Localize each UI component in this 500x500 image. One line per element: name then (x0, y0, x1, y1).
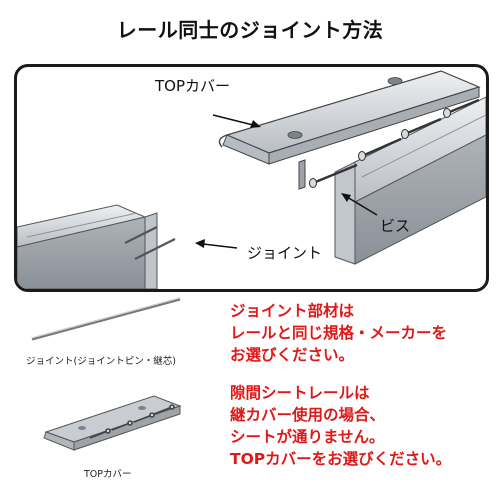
label-top-cover: TOPカバー (155, 77, 231, 95)
note-line: お選びください。 (230, 346, 355, 364)
note-line: 隙間シートレールは (230, 384, 370, 402)
note-line: 継カバー使用の場合、 (230, 406, 386, 424)
right-rail (334, 96, 486, 265)
label-joint: ジョイント (247, 244, 323, 262)
note-line: TOPカバーをお選びください。 (230, 450, 452, 468)
joint-illustration-frame: TOPカバー ビス ジョイント (14, 64, 489, 292)
note-joint-parts: ジョイント部材は レールと同じ規格・メーカーを お選びください。 (230, 300, 447, 366)
screws (309, 98, 480, 188)
arrows (195, 114, 378, 249)
joint-pin-caption: ジョイント(ジョイントピン・継芯) (26, 356, 176, 367)
note-line: シートが通りません。 (230, 428, 385, 446)
top-cover-caption: TOPカバー (84, 469, 132, 480)
page-title: レール同士のジョイント方法 (116, 18, 384, 42)
rail-joint-illustration (17, 70, 486, 289)
top-cover-part-illustration (43, 395, 182, 451)
note-line: ジョイント部材は (230, 302, 355, 320)
note-gap-sheet-rail: 隙間シートレールは 継カバー使用の場合、 シートが通りません。 TOPカバーをお… (230, 382, 451, 470)
joint-pins (124, 226, 176, 260)
note-line: レールと同じ規格・メーカーを (230, 324, 448, 342)
label-screw: ビス (380, 217, 411, 235)
joint-pin-illustration (31, 297, 181, 341)
left-rail (17, 204, 158, 289)
top-cover-plate (218, 70, 481, 190)
